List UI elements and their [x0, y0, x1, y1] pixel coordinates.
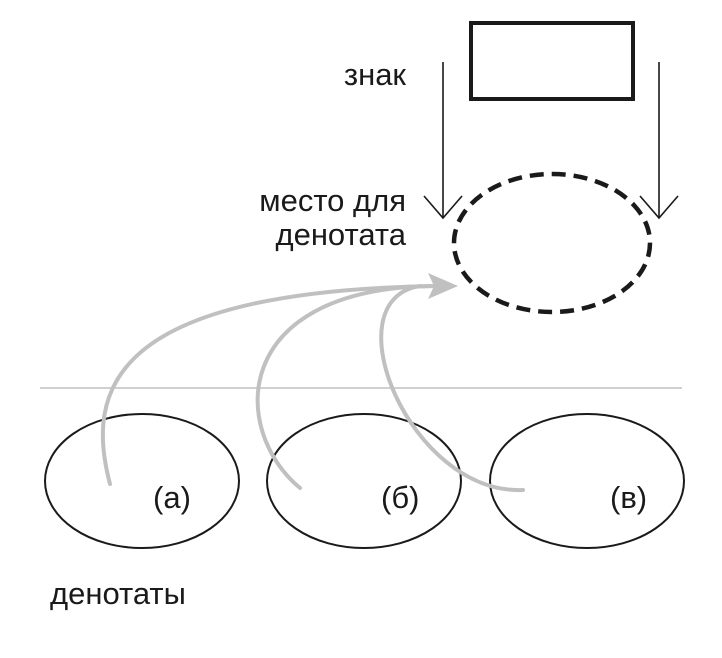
right-down-arrow [639, 62, 679, 220]
left-down-arrow [423, 62, 463, 220]
denotatum-label-a: (а) [153, 480, 191, 515]
arrow-curve-c [379, 284, 525, 493]
denotatum-place-label-line1: место для [259, 183, 406, 218]
sign-box [469, 21, 635, 101]
sign-label: знак [344, 57, 407, 92]
denotatum-place-label-line2: денотата [275, 217, 406, 252]
arrowhead-icon [428, 273, 458, 299]
denotata-label: денотаты [50, 576, 186, 611]
denotatum-ellipse-b [266, 413, 462, 549]
arrow-curve-b [255, 284, 432, 490]
denotatum-ellipse-c [489, 413, 685, 549]
arrow-curve-a [100, 284, 442, 486]
denotatum-ellipse-a [44, 413, 240, 549]
denotatum-label-b: (б) [381, 480, 419, 515]
denotatum-place-ellipse [451, 171, 653, 315]
denotata-arrows [100, 284, 525, 493]
denotatum-label-c: (в) [610, 480, 647, 515]
